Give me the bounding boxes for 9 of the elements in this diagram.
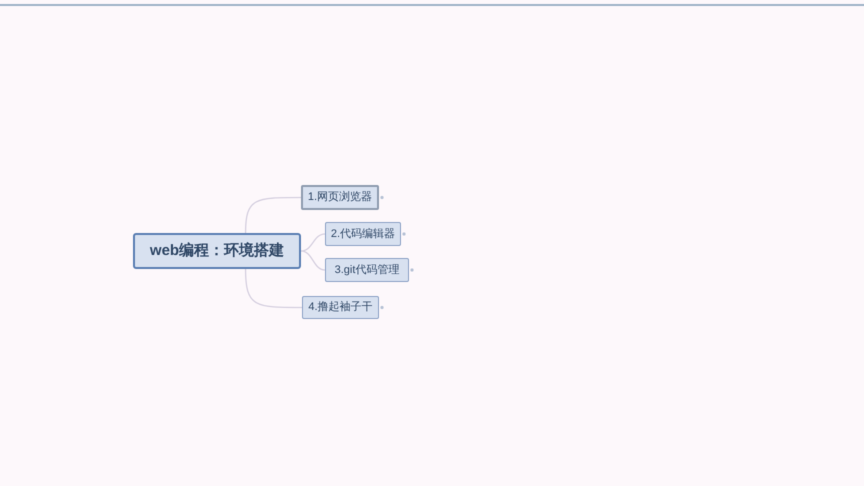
connector-line [300, 233, 326, 252]
subtopic-box: 4.撸起袖子干 [302, 296, 379, 319]
connector-line [300, 250, 326, 271]
connector-line [244, 268, 302, 308]
subtopic-box: 3.git代码管理 [325, 258, 409, 282]
subtopic-box: 2.代码编辑器 [325, 222, 401, 246]
subtopic-box: 1.网页浏览器 [301, 185, 379, 210]
connector-line [244, 196, 301, 234]
central-topic: web编程：环境搭建 [133, 233, 301, 269]
